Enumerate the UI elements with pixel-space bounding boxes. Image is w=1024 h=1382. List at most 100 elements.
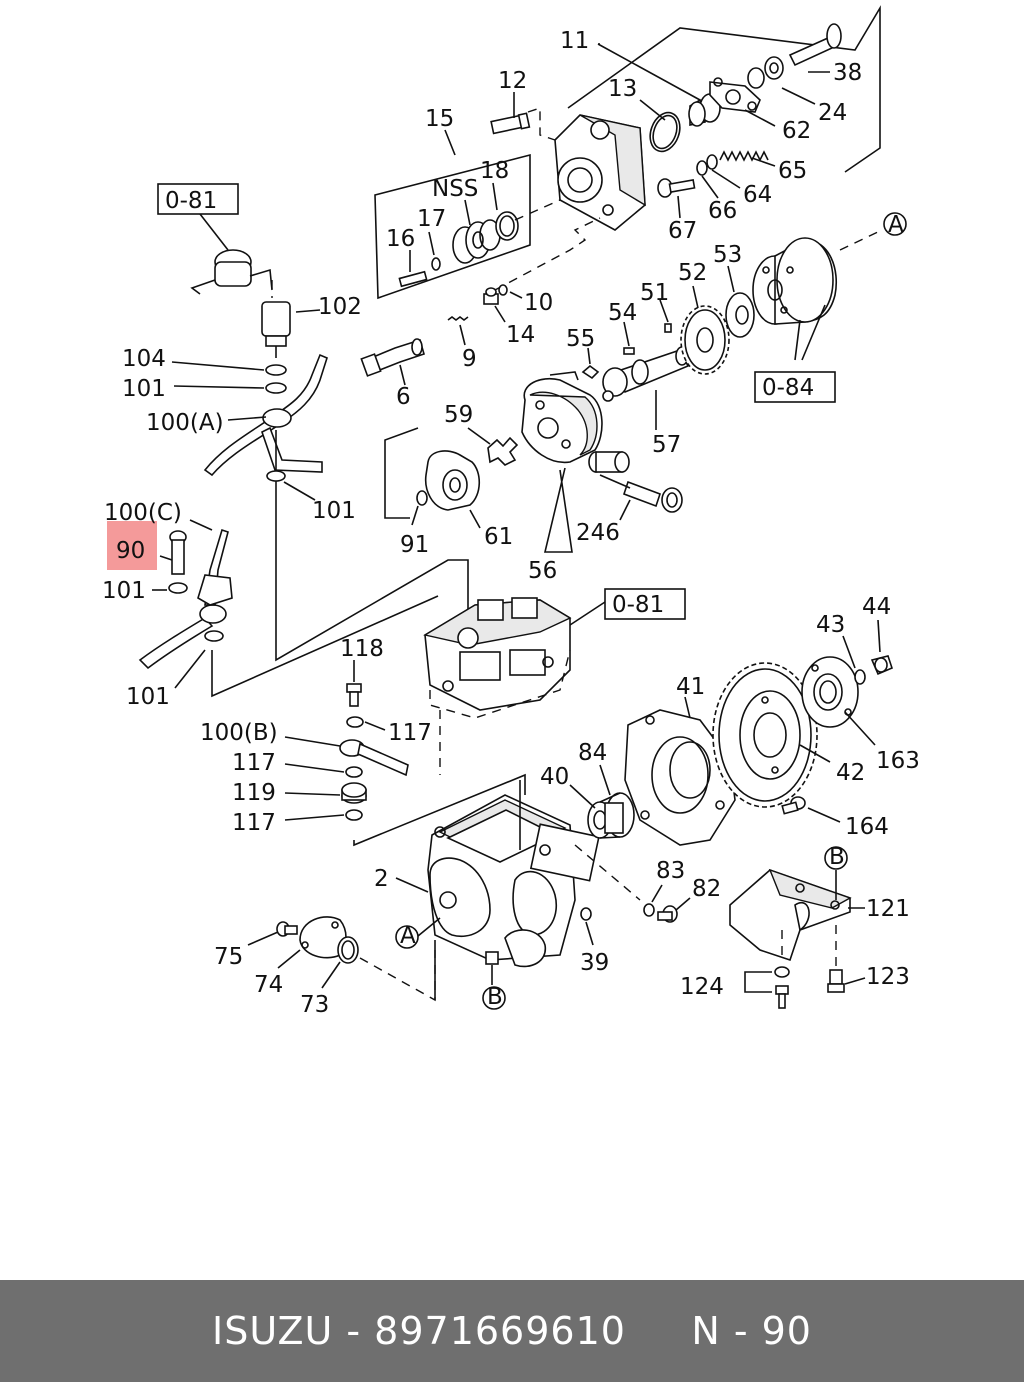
label-124: 124: [680, 974, 724, 1000]
pipe-100b-part: [339, 739, 409, 777]
label-100a: 100(A): [146, 410, 224, 436]
ref-box-0-81-top: [157, 183, 239, 215]
circle-ref-b-right: [824, 846, 848, 870]
bolt-164-part: [781, 796, 806, 815]
label-246: 246: [576, 520, 620, 546]
key-51-part: [664, 323, 672, 333]
label-38: 38: [833, 60, 862, 86]
cover-61-part: [424, 450, 481, 511]
label-nss: NSS: [432, 176, 478, 202]
label-163: 163: [876, 748, 920, 774]
key-55-part: [581, 364, 600, 380]
exploded-parts-diagram: 11 12 13 15 18 NSS 16 17 38 24 62 65 64 …: [102, 5, 920, 1018]
label-73: 73: [300, 992, 329, 1018]
washer-117a-part: [346, 716, 364, 728]
label-14: 14: [506, 322, 535, 348]
washer-117c-part: [345, 809, 363, 821]
label-17: 17: [417, 206, 446, 232]
screw-9-part: [447, 316, 469, 321]
label-59: 59: [444, 402, 473, 428]
pump-housing-part: [554, 114, 646, 231]
circle-ref-label-a1: A: [888, 212, 904, 238]
nss-kit-frame: [374, 153, 531, 300]
label-43: 43: [816, 612, 845, 638]
label-40: 40: [540, 764, 569, 790]
bolt-124-part: [775, 985, 789, 1009]
circle-ref-label-a2: A: [400, 923, 416, 949]
bushing-119-part: [341, 782, 367, 804]
highlight-part-90: [107, 521, 157, 570]
label-67: 67: [668, 218, 697, 244]
label-101-b: 101: [312, 498, 356, 524]
washer-101-part: [265, 382, 287, 394]
pin-246-part: [588, 451, 683, 513]
label-164: 164: [845, 814, 889, 840]
label-10: 10: [524, 290, 553, 316]
label-52: 52: [678, 260, 707, 286]
washer-124-part: [774, 966, 790, 978]
label-41: 41: [676, 674, 705, 700]
connector-6-part: [360, 338, 425, 377]
pin-54-part: [623, 347, 635, 355]
sensor-part: [190, 249, 291, 358]
pipe-100c-part: [138, 528, 233, 670]
label-75: 75: [214, 944, 243, 970]
ref-box-0-84: [754, 371, 836, 403]
pump-body-part: [427, 794, 600, 968]
spring-65-part: [696, 150, 769, 176]
circle-ref-a-bottom: [395, 925, 419, 949]
label-6: 6: [396, 384, 411, 410]
dashed-guide: [527, 107, 556, 141]
washer-43-part: [854, 669, 866, 685]
bolt-123-part: [827, 969, 845, 993]
label-24: 24: [818, 100, 847, 126]
shaft-38-part: [788, 23, 842, 67]
gear-cover-41-part: [624, 709, 736, 846]
nss-component-part: [398, 211, 519, 288]
label-121: 121: [866, 896, 910, 922]
label-62: 62: [782, 118, 811, 144]
label-39: 39: [580, 950, 609, 976]
pipe-100a-part: [203, 353, 328, 477]
label-66: 66: [708, 198, 737, 224]
label-11: 11: [560, 28, 589, 54]
label-9: 9: [462, 346, 477, 372]
washer-117b-part: [345, 766, 363, 778]
label-54: 54: [608, 300, 637, 326]
label-100c: 100(C): [104, 500, 182, 526]
screw-67-part: [657, 178, 696, 198]
label-117-c: 117: [232, 810, 276, 836]
washer-91-part: [416, 490, 428, 506]
bolt-12-part: [490, 112, 531, 135]
circle-ref-a-top: [883, 212, 907, 236]
label-117-b: 117: [232, 750, 276, 776]
washer-83-part: [643, 903, 655, 917]
label-74: 74: [254, 972, 283, 998]
label-104: 104: [122, 346, 166, 372]
ref-box-label-3: 0-81: [612, 592, 664, 618]
label-53: 53: [713, 242, 742, 268]
label-102: 102: [318, 294, 362, 320]
label-82: 82: [692, 876, 721, 902]
label-84: 84: [578, 740, 607, 766]
label-123: 123: [866, 964, 910, 990]
fitting-14-part: [483, 284, 508, 305]
bolt-75-part: [276, 921, 298, 937]
label-57: 57: [652, 432, 681, 458]
label-64: 64: [743, 182, 772, 208]
label-42: 42: [836, 760, 865, 786]
label-15: 15: [425, 106, 454, 132]
bolt-90-part: [169, 530, 187, 575]
gear-52-part: [680, 305, 730, 375]
ref-box-0-81-mid: [604, 588, 686, 620]
washer-104-part: [265, 364, 287, 376]
cover-plate-part: [709, 56, 784, 113]
label-55: 55: [566, 326, 595, 352]
label-101-d: 101: [126, 684, 170, 710]
label-61: 61: [484, 524, 513, 550]
hub-163-part: [801, 656, 859, 728]
bracket-121-part: [729, 868, 852, 962]
label-118: 118: [340, 636, 384, 662]
ref-box-label-1: 0-81: [165, 188, 217, 214]
label-83: 83: [656, 858, 685, 884]
